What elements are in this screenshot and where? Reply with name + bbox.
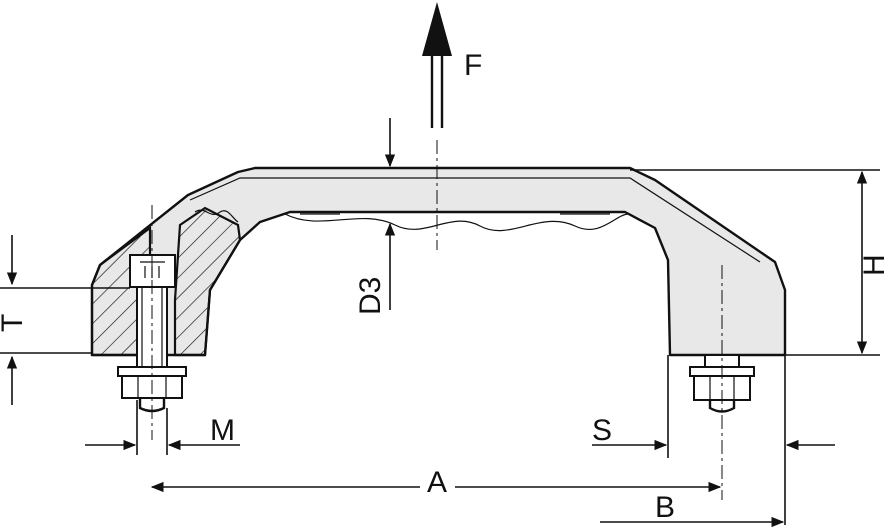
dimension-t (0, 235, 130, 405)
force-arrow (422, 2, 452, 128)
dimension-h (630, 169, 880, 356)
label-diameter: D3 (354, 277, 387, 315)
label-height: H (858, 254, 891, 276)
handle-top-edge (189, 177, 761, 263)
dimension-m (85, 400, 240, 455)
left-hatch-inner (173, 206, 242, 357)
label-thread: M (210, 414, 235, 447)
label-span-b: B (655, 491, 675, 524)
label-depth-t: T (0, 314, 29, 332)
label-wall: S (592, 414, 612, 447)
label-force: F (464, 49, 482, 82)
left-screw (117, 205, 187, 440)
grip-wave (284, 213, 629, 232)
label-span-a: A (427, 466, 447, 499)
right-nut (689, 265, 755, 500)
dimension-s (592, 355, 835, 525)
